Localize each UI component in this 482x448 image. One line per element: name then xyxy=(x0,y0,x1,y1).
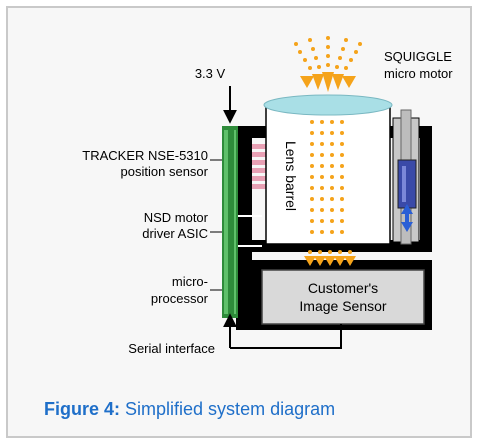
squiggle-motor xyxy=(392,109,420,245)
figure-caption: Figure 4: Simplified system diagram xyxy=(44,399,335,420)
nsd-label-line2: driver ASIC xyxy=(142,226,208,241)
tracker-label-line1: TRACKER NSE-5310 xyxy=(82,148,208,163)
caption-text: Simplified system diagram xyxy=(125,399,336,419)
internal-light-rays xyxy=(310,120,344,234)
serial-label: Serial interface xyxy=(128,341,215,356)
squiggle-label: SQUIGGLE xyxy=(384,49,452,64)
image-sensor-box xyxy=(261,269,425,325)
lens-barrel-label: Lens barrel xyxy=(283,141,299,211)
sensor-label-line2: Image Sensor xyxy=(299,298,386,314)
housing-right xyxy=(420,126,432,246)
lens xyxy=(263,94,393,116)
micro-motor-label: micro motor xyxy=(384,66,453,81)
nsd-label-line1: NSD motor xyxy=(144,210,209,225)
tracker-label-line2: position sensor xyxy=(121,164,209,179)
motor-arrow-icon xyxy=(401,204,413,232)
micro-label-line2: processor xyxy=(151,291,209,306)
serial-line xyxy=(230,324,342,349)
incoming-light-rays xyxy=(294,36,362,92)
tracker-chips xyxy=(252,144,266,189)
sensor-label-line1: Customer's xyxy=(308,280,378,296)
caption-prefix: Figure 4: xyxy=(44,399,121,419)
voltage-label: 3.3 V xyxy=(195,66,226,81)
micro-label-line1: micro- xyxy=(172,274,208,289)
sensor-arrows xyxy=(304,250,356,266)
